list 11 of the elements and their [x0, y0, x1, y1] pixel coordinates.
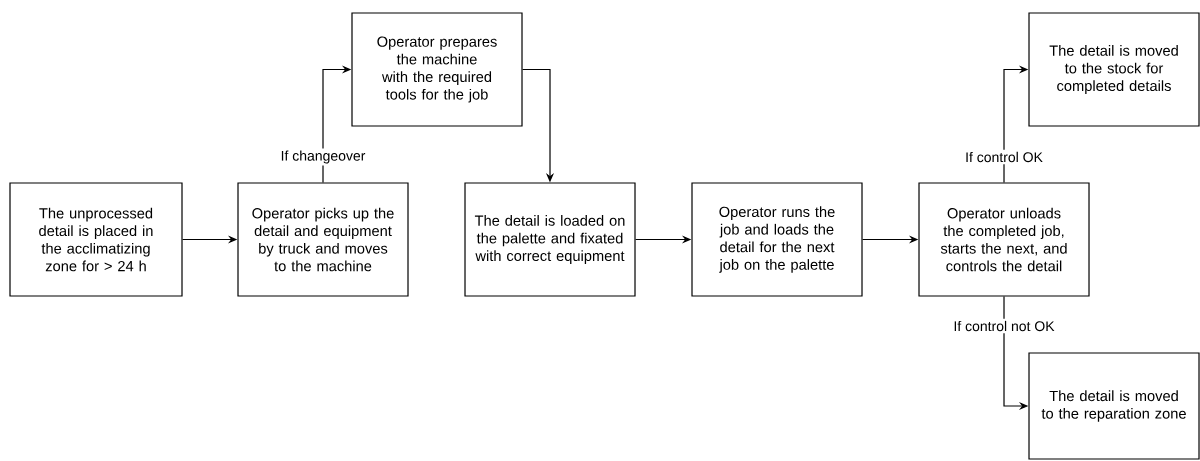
process-box: The detail is moved to the stock for completed details [1028, 12, 1200, 127]
edge-label: If changeover [278, 148, 368, 166]
edge-label: If control OK [963, 149, 1045, 165]
process-box: Operator picks up the detail and equipment by truck and moves to the machine [237, 182, 409, 297]
process-box: The detail is moved to the reparation zone [1028, 352, 1200, 460]
process-box: Operator prepares the machine with the required tools for the job [351, 12, 523, 127]
process-box: Operator unloads the completed job, starts the next, and controls the detail [918, 182, 1090, 297]
process-box: The detail is loaded on the palette and fixated with correct equipment [464, 182, 636, 297]
process-box: Operator runs the job and loads the detail for the next job on the palette [691, 182, 863, 297]
process-box: The unprocessed detail is placed in the acclimatizing zone for > 24 h [9, 182, 183, 297]
edge-label: If control not OK [951, 318, 1057, 334]
